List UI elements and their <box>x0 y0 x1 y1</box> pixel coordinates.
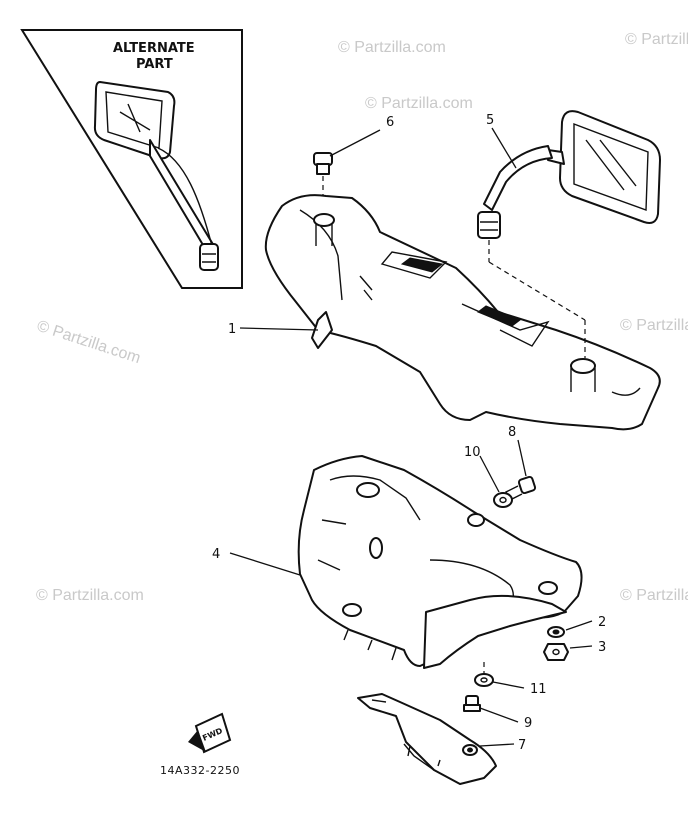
watermark-text: © Partzilla.com <box>36 587 144 604</box>
leader-line <box>329 129 381 157</box>
fwd-arrow-icon: FWD <box>188 712 232 754</box>
leader-line <box>479 455 500 493</box>
inset-title-line1: ALTERNATE <box>113 41 195 56</box>
leader-line <box>239 327 319 331</box>
callout-11: 11 <box>530 682 547 697</box>
watermark-text: © Partzilla.com <box>35 318 143 367</box>
part-9-screw <box>463 695 519 723</box>
watermark-text: © Partzilla.com <box>620 317 688 334</box>
alternate-part-inset: ALTERNATE PART <box>20 29 243 289</box>
part-2-washer <box>547 620 593 638</box>
part-1-upper-cover <box>239 194 661 431</box>
leader-line <box>491 127 517 169</box>
callout-6: 6 <box>386 115 394 130</box>
watermark-text: © Partzilla.com <box>625 31 688 48</box>
leader-line <box>229 552 301 576</box>
callout-8: 8 <box>508 425 516 440</box>
diagram-code: 14A332-2250 <box>160 764 240 777</box>
callout-7: 7 <box>518 738 526 753</box>
callout-3: 3 <box>598 640 606 655</box>
callout-4: 4 <box>212 547 220 562</box>
leader-line <box>565 620 593 631</box>
callout-9: 9 <box>524 716 532 731</box>
watermark-text: © Partzilla.com <box>338 39 446 56</box>
callout-10: 10 <box>464 445 481 460</box>
inset-title-line2: PART <box>136 57 173 72</box>
part-7-bracket <box>357 693 515 785</box>
inset-frame <box>20 29 243 289</box>
part-11-washer <box>474 662 525 689</box>
watermark-text: © Partzilla.com <box>620 587 688 604</box>
leader-line <box>492 681 525 689</box>
part-5-mirror <box>477 110 661 358</box>
leader-line <box>569 645 593 649</box>
part-3-nut <box>543 643 593 661</box>
part-4-lower-cover <box>229 455 583 669</box>
watermark-text: © Partzilla.com <box>365 95 473 112</box>
part-6-cap-bolt <box>313 152 333 215</box>
part-10-washer <box>479 455 513 508</box>
leader-line <box>479 707 519 723</box>
part-8-screw <box>505 439 537 501</box>
leader-line <box>479 743 515 747</box>
callout-2: 2 <box>598 615 606 630</box>
callout-labels: 1 2 3 4 5 6 7 8 9 10 11 <box>212 113 606 753</box>
leader-line <box>517 439 527 477</box>
alternate-mirror-icon <box>93 81 219 271</box>
callout-1: 1 <box>228 322 236 337</box>
callout-5: 5 <box>486 113 494 128</box>
